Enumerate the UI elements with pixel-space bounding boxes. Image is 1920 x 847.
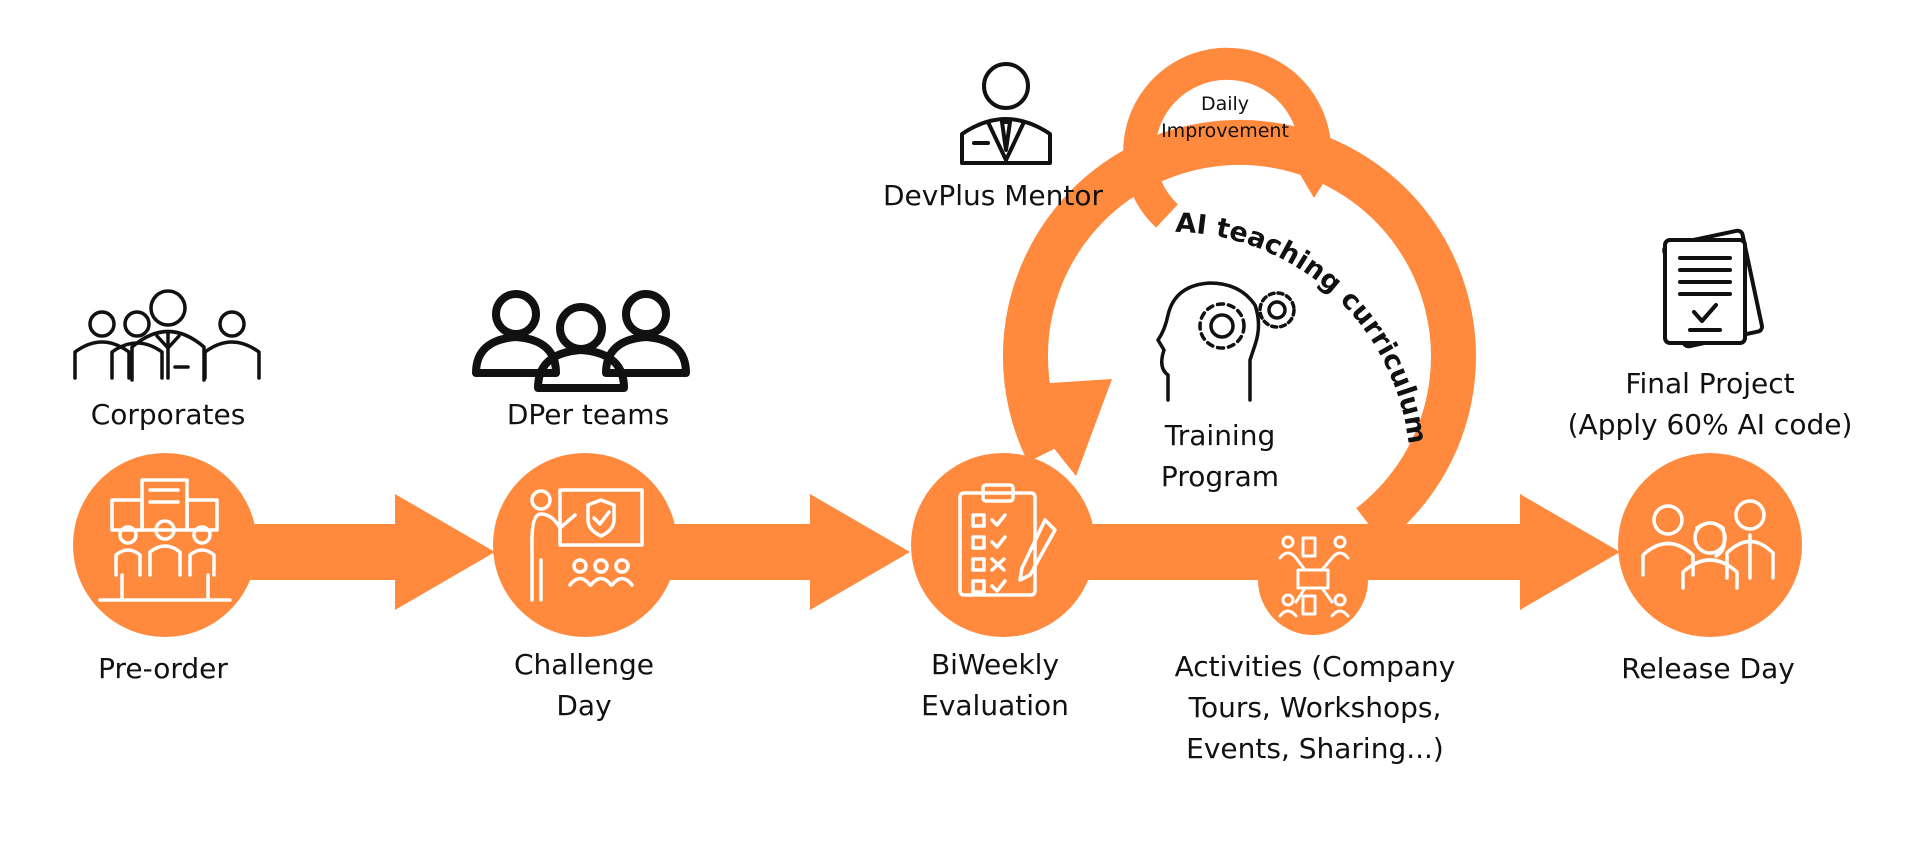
training-label-line1: Training: [1164, 419, 1275, 452]
flow-arrow-1: [245, 494, 495, 610]
presenter-board-audience-icon: [530, 488, 644, 602]
curriculum-loop: [1002, 47, 1476, 544]
corporates-label: Corporates: [91, 398, 246, 431]
flow-arrow-2: [665, 494, 910, 610]
network-people-icon: [1278, 535, 1350, 618]
checklist-clipboard-icon: [958, 483, 1057, 597]
corporate-building-people-icon: [98, 478, 232, 602]
stage-label-activities-line3: Events, Sharing...): [1186, 732, 1444, 765]
stage-label-activities-line2: Tours, Workshops,: [1188, 691, 1442, 724]
stage-circle-release: [1618, 453, 1802, 637]
mentor-label: DevPlus Mentor: [883, 179, 1103, 212]
head-gears-icon: [1156, 281, 1296, 402]
stage-circle-activities: [1258, 525, 1368, 635]
stage-label-biweekly-line1: BiWeekly: [931, 648, 1059, 681]
training-label-line2: Program: [1161, 460, 1279, 493]
mentor-icon: [960, 62, 1052, 165]
group-people-icon: [472, 290, 690, 392]
stage-label-activities-line1: Activities (Company: [1175, 650, 1456, 683]
final-project-line1: Final Project: [1625, 367, 1794, 400]
stage-label-biweekly-line2: Evaluation: [921, 689, 1069, 722]
stage-circle-biweekly: [911, 453, 1095, 637]
daily-improvement-line1: Daily: [1201, 93, 1249, 115]
document-checkmark-icon: [1662, 228, 1765, 349]
stage-label-preorder: Pre-order: [98, 652, 228, 685]
team-people-icon: [1641, 499, 1775, 590]
stage-label-challenge-line2: Day: [556, 689, 611, 722]
loop-curve-label: AI teaching curriculum: [1175, 208, 1433, 446]
final-project-line2: (Apply 60% AI code): [1568, 408, 1853, 441]
business-people-icon: [73, 289, 261, 382]
stage-label-challenge-line1: Challenge: [514, 648, 654, 681]
daily-improvement-line2: Improvement: [1161, 120, 1289, 142]
teams-label: DPer teams: [507, 398, 669, 431]
stage-label-release: Release Day: [1621, 652, 1795, 685]
